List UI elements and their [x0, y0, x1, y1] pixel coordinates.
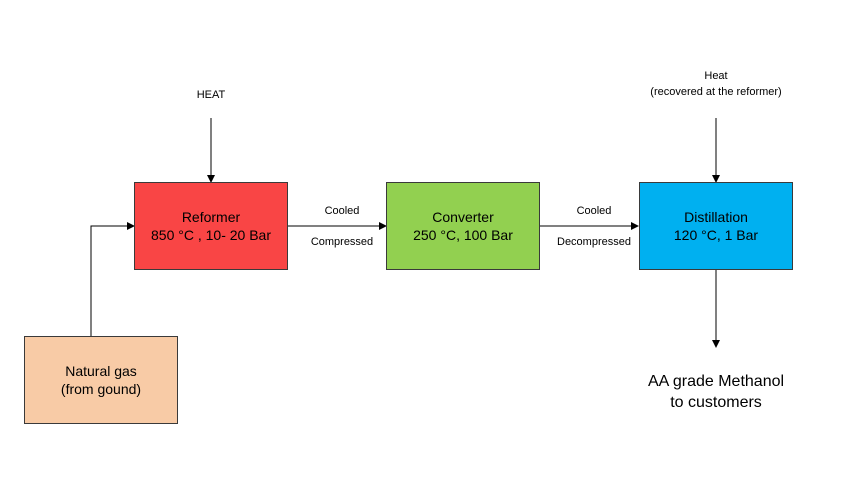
edge1-top-label: Cooled	[324, 205, 360, 217]
reformer-title: Reformer	[181, 209, 241, 225]
natural-gas-box: Natural gas (from gound)	[24, 336, 178, 424]
converter-box: Converter 250 °C, 100 Bar	[386, 182, 540, 270]
output-label: AA grade Methanol to customers	[616, 371, 816, 413]
natural-gas-source: (from gound)	[60, 381, 142, 397]
distillation-title: Distillation	[684, 209, 748, 225]
heat-distillation-note: (recovered at the reformer)	[650, 86, 782, 98]
natural-gas-label: Natural gas	[65, 363, 137, 379]
output-product: AA grade Methanol	[647, 373, 785, 390]
output-destination: to customers	[670, 394, 762, 411]
heat-distillation-title: Heat	[704, 70, 728, 82]
converter-conditions: 250 °C, 100 Bar	[413, 227, 513, 243]
edge1-bottom-label: Compressed	[310, 236, 374, 248]
reformer-box: Reformer 850 °C , 10- 20 Bar	[134, 182, 288, 270]
distillation-conditions: 120 °C, 1 Bar	[673, 227, 759, 243]
natural-gas-to-reformer-arrow	[90, 222, 135, 336]
reformer-conditions: 850 °C , 10- 20 Bar	[151, 227, 271, 243]
converter-title: Converter	[432, 209, 494, 225]
heat-distillation-label: Heat (recovered at the reformer)	[616, 69, 816, 99]
distillation-box: Distillation 120 °C, 1 Bar	[639, 182, 793, 270]
edge2-top-label: Cooled	[576, 205, 612, 217]
edge2-bottom-label: Decompressed	[557, 236, 631, 248]
heat-reformer-label: HEAT	[196, 89, 226, 101]
